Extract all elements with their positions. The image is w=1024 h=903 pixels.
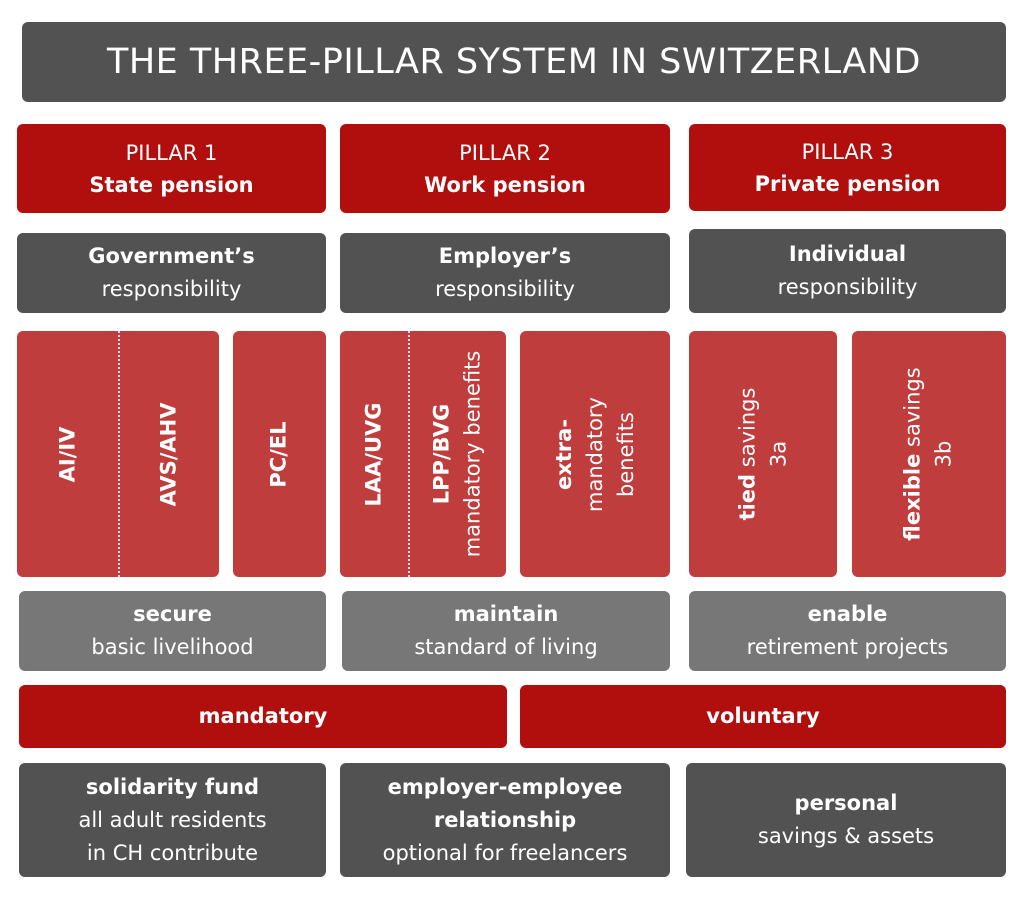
funding-employment: employer-employee relationship optional … [340, 763, 670, 877]
funding-title: solidarity fund [85, 774, 260, 799]
component-laa-lpp: LAA/UVG LPP/BVG mandatory benefits [340, 331, 506, 577]
pillar-1-header: PILLAR 1 State pension [17, 124, 326, 213]
goal-enable: enable retirement projects [689, 591, 1006, 671]
component-tied-savings-label: tied savings 3a [734, 387, 790, 521]
pillar-name: Work pension [424, 172, 586, 197]
diagram-title: THE THREE-PILLAR SYSTEM IN SWITZERLAND [22, 22, 1006, 102]
component-extra-mandatory-label: extra- mandatory benefits [551, 396, 638, 512]
component-laa-uvg: LAA/UVG [361, 401, 386, 507]
mandatory-label: mandatory [198, 704, 328, 728]
responsibility-who: Government’s [88, 244, 255, 268]
component-ai-avs: AI/IV AVS/AHV [17, 331, 219, 577]
responsibility-label: responsibility [435, 277, 575, 301]
divider [118, 331, 120, 577]
goal-object: basic livelihood [91, 635, 254, 659]
divider [408, 331, 410, 577]
responsibility-government: Government’s responsibility [17, 233, 326, 313]
pillar-3-header: PILLAR 3 Private pension [689, 124, 1006, 211]
funding-title: employer-employee [387, 774, 623, 799]
funding-solidarity: solidarity fund all adult residents in C… [19, 763, 326, 877]
component-tied-savings: tied savings 3a [689, 331, 837, 577]
responsibility-employer: Employer’s responsibility [340, 233, 670, 313]
component-pc-el: PC/EL [233, 331, 326, 577]
component-flexible-savings-label: flexible savings 3b [901, 367, 956, 541]
voluntary-band: voluntary [520, 685, 1006, 748]
goal-verb: maintain [453, 602, 559, 626]
component-extra-mandatory: extra- mandatory benefits [520, 331, 670, 577]
component-pc-el-label: PC/EL [266, 420, 291, 488]
goal-verb: secure [133, 602, 212, 626]
goal-object: retirement projects [746, 635, 949, 659]
goal-object: standard of living [414, 635, 598, 659]
funding-detail: all adult residents [78, 807, 267, 832]
pillar-number: PILLAR 3 [801, 139, 894, 164]
responsibility-label: responsibility [777, 275, 918, 299]
funding-title-2: relationship [433, 807, 577, 832]
voluntary-label: voluntary [706, 704, 820, 728]
funding-detail: in CH contribute [86, 840, 259, 865]
component-flexible-savings: flexible savings 3b [852, 331, 1006, 577]
component-lpp-bvg: LPP/BVG mandatory benefits [429, 350, 485, 558]
funding-detail: savings & assets [757, 824, 935, 848]
pillar-name: Private pension [754, 171, 941, 196]
responsibility-individual: Individual responsibility [689, 229, 1006, 313]
component-avs-ahv: AVS/AHV [156, 402, 180, 506]
mandatory-band: mandatory [19, 685, 507, 748]
goal-verb: enable [807, 602, 888, 626]
responsibility-who: Individual [788, 242, 907, 266]
responsibility-who: Employer’s [438, 244, 572, 268]
pillar-number: PILLAR 2 [459, 140, 551, 165]
pillar-2-header: PILLAR 2 Work pension [340, 124, 670, 213]
pillar-number: PILLAR 1 [125, 140, 218, 165]
pillar-name: State pension [89, 172, 254, 197]
title-text: THE THREE-PILLAR SYSTEM IN SWITZERLAND [106, 42, 921, 82]
goal-maintain: maintain standard of living [342, 591, 670, 671]
responsibility-label: responsibility [101, 277, 242, 301]
funding-detail: optional for freelancers [382, 840, 628, 865]
funding-personal: personal savings & assets [686, 763, 1006, 877]
goal-secure: secure basic livelihood [19, 591, 326, 671]
component-ai-iv: AI/IV [55, 426, 79, 482]
funding-title: personal [794, 791, 898, 815]
